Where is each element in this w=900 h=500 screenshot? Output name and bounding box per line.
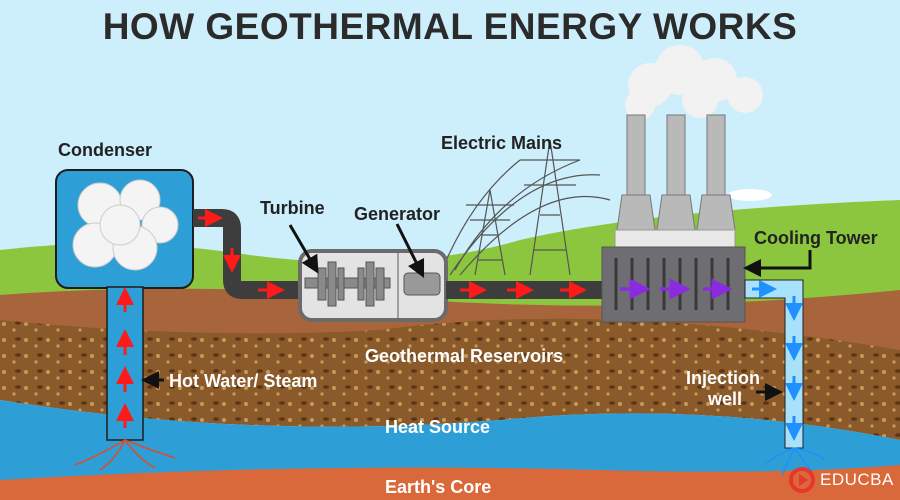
label-geothermal-reservoirs: Geothermal Reservoirs [365,346,564,366]
roots-hot [74,439,176,471]
label-condenser: Condenser [58,140,153,160]
page-title: HOW GEOTHERMAL ENERGY WORKS [102,6,798,47]
brand-name: EDUCBA [820,470,894,489]
power-pylons [439,139,611,276]
steam-arrows [198,209,285,299]
label-generator: Generator [354,204,441,224]
label-hot-water-steam: Hot Water/ Steam [169,371,318,391]
label-earths-core: Earth's Core [385,477,492,497]
educba-logo-icon [789,467,815,493]
label-electric-mains: Electric Mains [441,133,563,153]
brand-logo: EDUCBA [788,466,894,494]
turbine-shape [304,261,391,307]
earth-core [0,465,900,500]
smoke-cloud [625,45,763,120]
label-heat-source: Heat Source [385,417,491,437]
label-injection: Injection [686,368,761,388]
label-well: well [708,389,743,409]
generator-shape [403,272,441,296]
cooling-tower-building [601,246,746,323]
injection-well-pipe [744,279,804,449]
cloud [728,189,772,201]
injection-arrows [752,280,803,441]
label-cooling-tower: Cooling Tower [754,228,878,248]
pointer-arrows [141,223,812,401]
roots-cold [764,447,826,476]
label-turbine: Turbine [260,198,325,218]
steam-cloud [72,179,179,271]
chimneys [616,114,736,231]
